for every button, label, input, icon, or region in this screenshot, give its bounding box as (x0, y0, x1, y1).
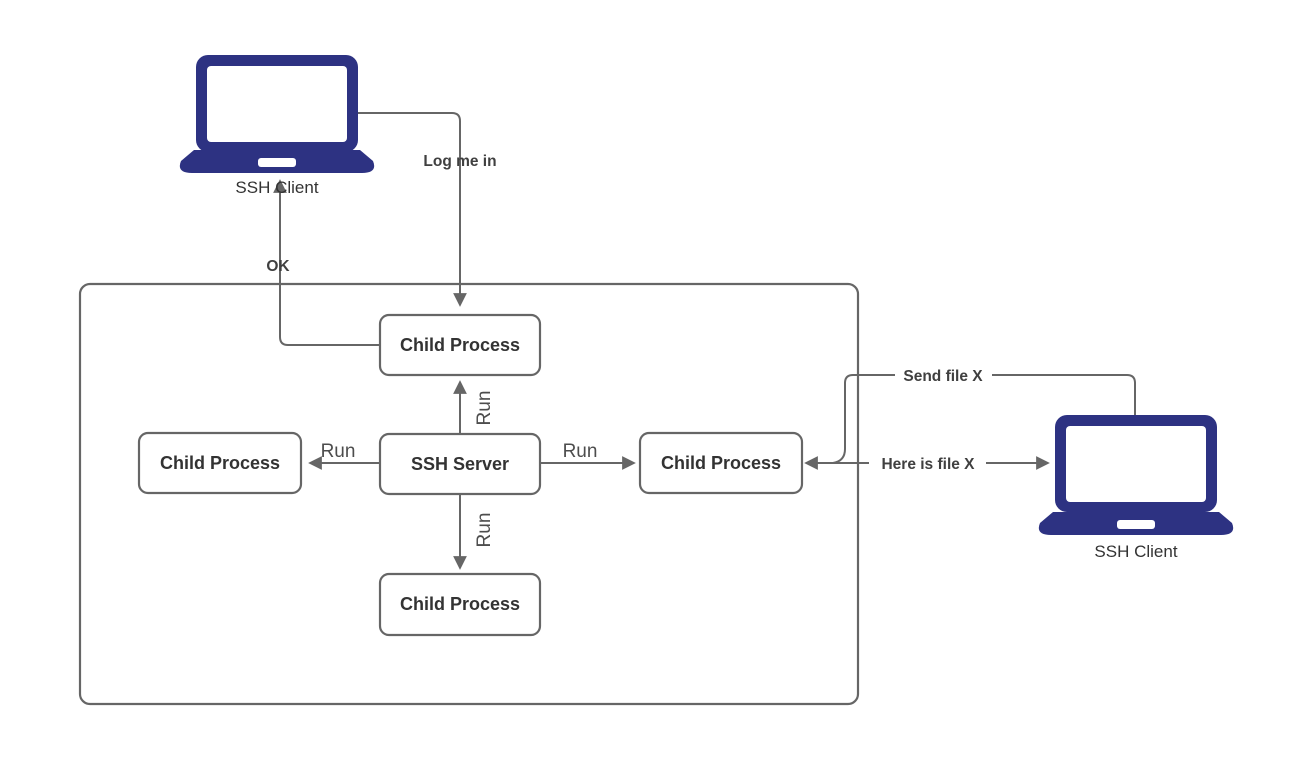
edge-log-me-in (358, 112, 467, 307)
ssh-server-label: SSH Server (411, 454, 509, 474)
send-file-x-label: Send file X (903, 368, 983, 385)
edge-ok (273, 179, 380, 346)
here-file-label-halo (869, 455, 986, 472)
node-child-process-top (378, 313, 542, 377)
run-down-label: Run (474, 513, 495, 548)
laptop-icon (1038, 415, 1234, 535)
ssh-client-left-label: SSH Client (235, 178, 318, 197)
ok-label: OK (266, 258, 290, 275)
node-child-process-right (638, 431, 804, 495)
node-child-process-left (137, 431, 303, 495)
run-left-label: Run (321, 441, 356, 462)
child-process-bottom-label: Child Process (400, 594, 520, 614)
laptop-icon (179, 55, 375, 173)
child-process-top-label: Child Process (400, 335, 520, 355)
ssh-client-right-label: SSH Client (1094, 542, 1177, 561)
child-process-left-label: Child Process (160, 453, 280, 473)
run-up-label: Run (474, 391, 495, 426)
log-me-in-label: Log me in (423, 153, 496, 170)
send-file-label-halo (895, 367, 992, 384)
node-ssh-server (378, 432, 542, 496)
child-process-right-label: Child Process (661, 453, 781, 473)
node-child-process-bottom (378, 572, 542, 637)
server-host-container (78, 282, 860, 706)
run-right-label: Run (563, 441, 598, 462)
here-is-file-x-label: Here is file X (881, 456, 975, 473)
